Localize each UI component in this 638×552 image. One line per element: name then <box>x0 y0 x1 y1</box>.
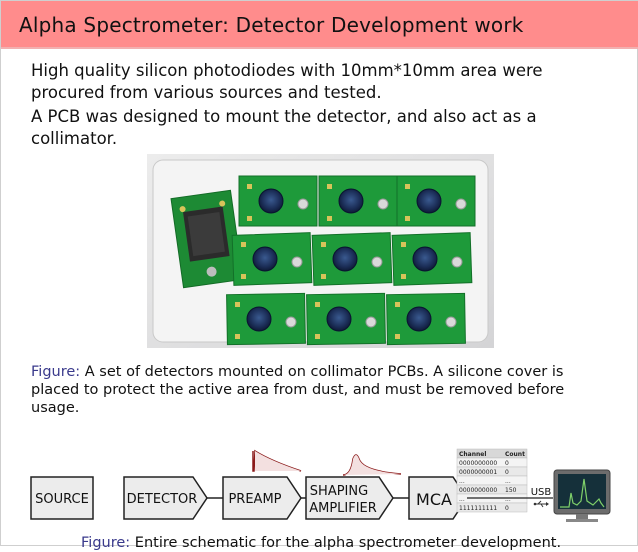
photodiode <box>258 188 284 214</box>
table-cell: 0000000000 <box>459 487 497 494</box>
shaping-label: SHAPING <box>310 484 368 499</box>
detector-pcb-photo <box>147 154 494 348</box>
figure1-caption: Figure: A set of detectors mounted on co… <box>31 363 611 417</box>
photodiode <box>416 188 442 214</box>
usb-label: USB <box>531 487 552 498</box>
table-cell: ... <box>459 496 465 503</box>
table-cell: 0 <box>505 505 509 512</box>
title-bar: Alpha Spectrometer: Detector Development… <box>1 1 638 49</box>
figure2-caption: Figure: Entire schematic for the alpha s… <box>81 534 621 552</box>
slide-title: Alpha Spectrometer: Detector Development… <box>19 13 524 37</box>
mca-label: MCA <box>416 490 452 509</box>
photodiode <box>326 306 352 332</box>
amplifier-label: AMPLIFIER <box>309 501 377 516</box>
table-cell: ... <box>505 496 511 503</box>
photodiode <box>338 188 364 214</box>
detector-block <box>123 476 208 520</box>
figure2-text: Entire schematic for the alpha spectrome… <box>134 535 562 551</box>
figure1-label: Figure: <box>31 364 81 380</box>
source-block <box>30 476 94 520</box>
preamp-label: PREAMP <box>228 492 281 507</box>
photodiode <box>332 246 358 272</box>
table-cell: 0 <box>505 460 509 467</box>
monitor-icon <box>553 469 611 522</box>
preamp-pulse-graph <box>252 449 302 472</box>
photodiode <box>246 306 272 332</box>
table-cell: 0 <box>505 469 509 476</box>
detector-label: DETECTOR <box>127 492 198 507</box>
paragraph-photodiodes: High quality silicon photodiodes with 10… <box>31 61 543 102</box>
table-cell: ... <box>505 478 511 485</box>
table-header-cell: Channel <box>459 451 486 458</box>
table-header-cell: Count <box>505 451 525 458</box>
table-cell: 0000000000 <box>459 460 497 467</box>
photodiode <box>412 246 438 272</box>
photodiode <box>406 306 432 332</box>
usb-icon <box>533 500 549 508</box>
photodiode <box>252 246 278 272</box>
table-cell: ... <box>459 478 465 485</box>
figure2-label: Figure: <box>81 535 131 551</box>
table-cell: 150 <box>505 487 517 494</box>
preamp-block <box>222 476 302 520</box>
shaping-amplifier-block <box>305 476 394 520</box>
spectrometer-schematic: SOURCE DETECTOR PREAMP SHAPING AMPLIFIER… <box>30 448 611 522</box>
paragraph-pcb: A PCB was designed to mount the detector… <box>31 107 537 148</box>
table-cell: 1111111111 <box>459 505 497 512</box>
table-cell: 0000000001 <box>459 469 497 476</box>
figure1-text: A set of detectors mounted on collimator… <box>31 364 565 416</box>
source-label: SOURCE <box>35 492 89 507</box>
